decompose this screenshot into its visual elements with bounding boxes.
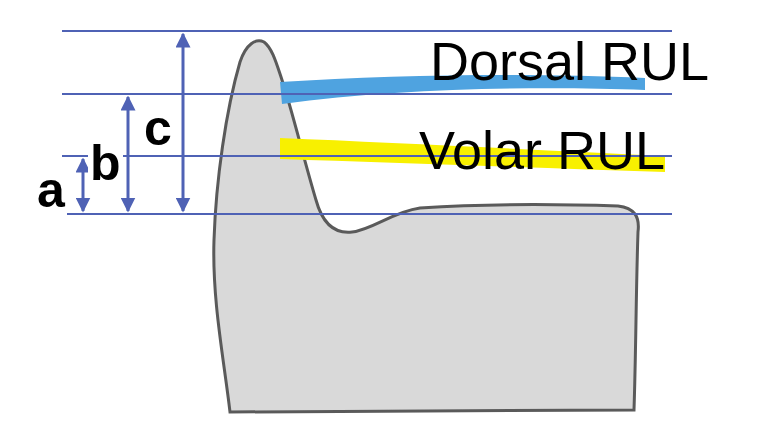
dimension-letter: c bbox=[142, 103, 174, 153]
structure-label: Dorsal RUL bbox=[430, 34, 709, 88]
structure-label: Volar RUL bbox=[419, 123, 665, 177]
dimension-letter: b bbox=[88, 138, 123, 188]
bone-outline bbox=[214, 41, 639, 412]
dimension-arrows bbox=[83, 34, 183, 211]
dimension-letter: a bbox=[35, 165, 67, 215]
